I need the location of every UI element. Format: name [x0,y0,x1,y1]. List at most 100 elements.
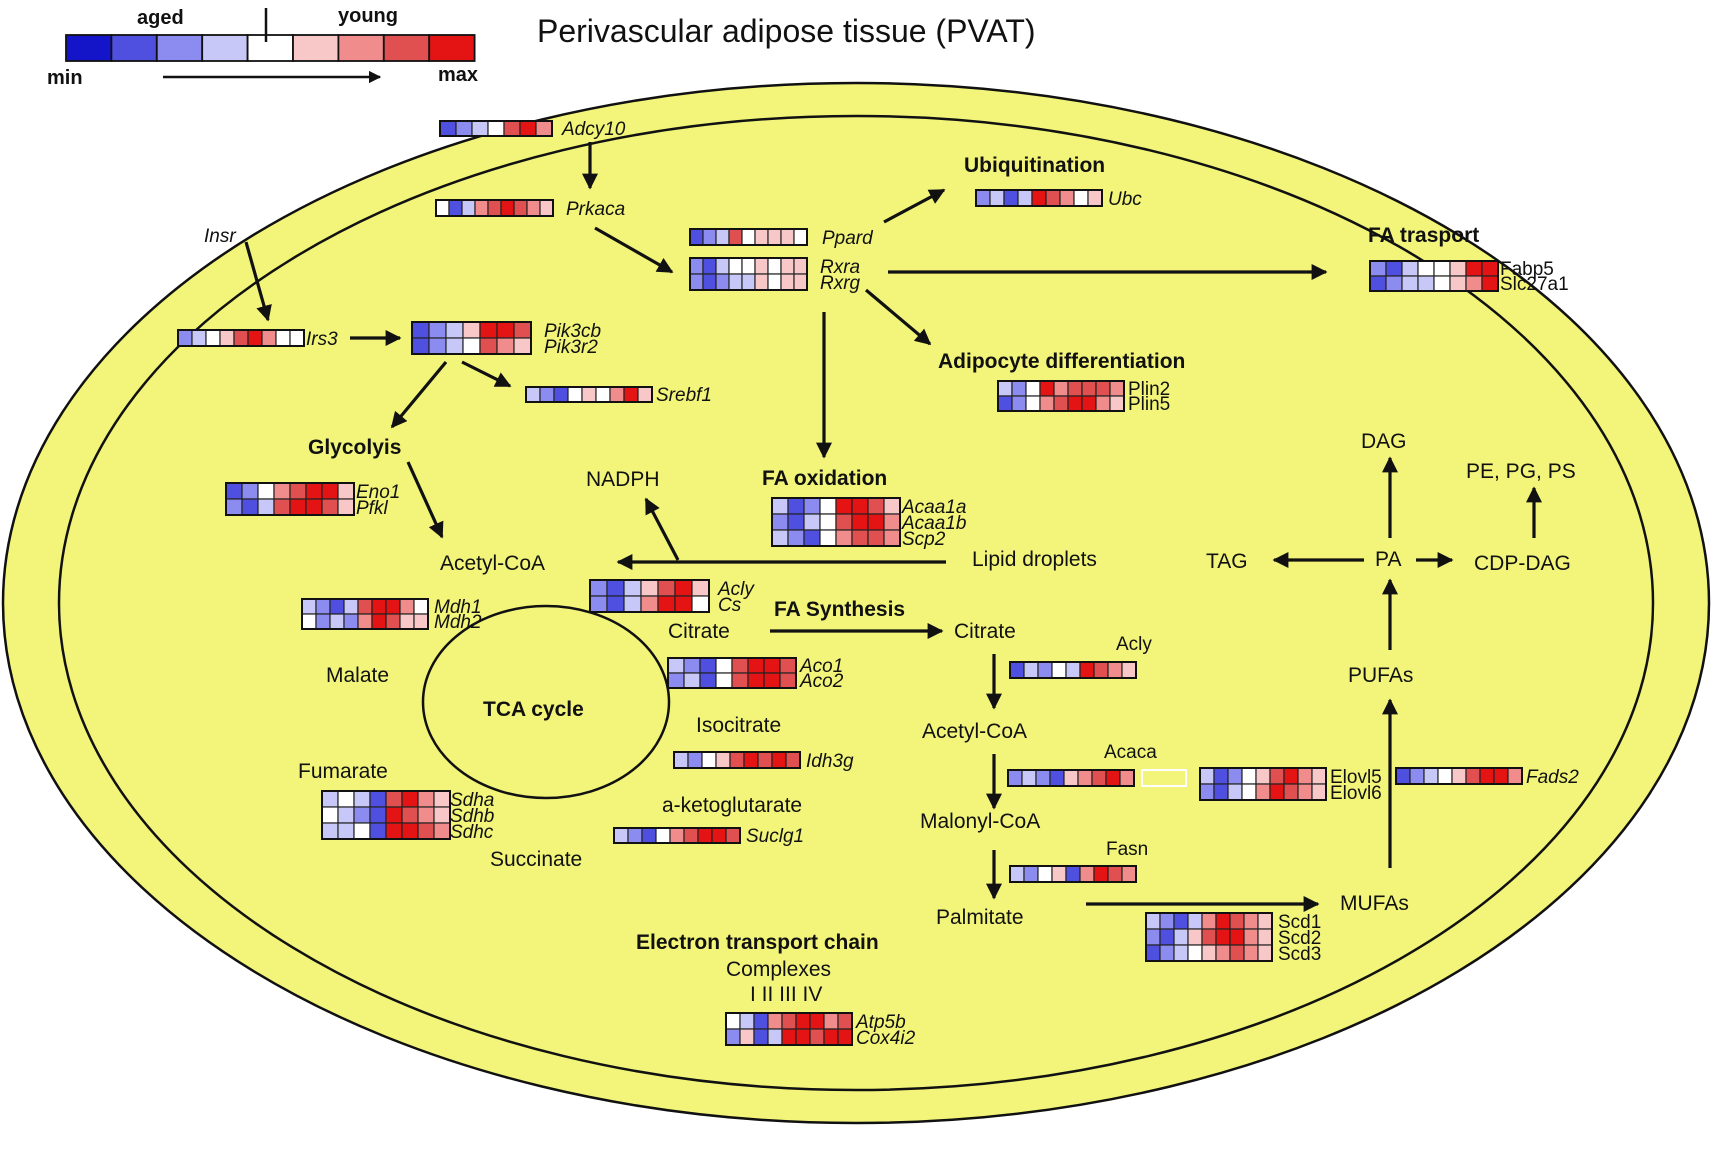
heatmap-cell [462,337,481,355]
gene-label: Prkaca [566,199,625,220]
heatmap-cell [1045,189,1061,207]
heatmap-cell [1059,189,1075,207]
heatmap-border [975,189,1103,207]
heatmap-cell [343,598,359,615]
heatmap-cell [725,1028,741,1046]
heatmap-cell [795,1012,811,1030]
heatmap-cell [474,199,489,217]
heatmap-cell [754,228,769,246]
legend-min-label: min [47,67,83,89]
heatmap-cell [1269,783,1285,801]
heatmap-border [1145,912,1273,962]
arrow-pik3-srebf1 [461,360,512,388]
gene-label: Scd1 [1278,912,1321,933]
heatmap-border [1199,767,1327,801]
heatmap-cell [835,529,853,547]
heatmap-cell [1213,783,1229,801]
heatmap-cell [525,386,541,403]
label-electron-transport-chain: Electron transport chain [636,931,879,954]
heatmap-cell [289,329,305,347]
heatmap-cell [337,498,355,516]
heatmap-cell [305,498,323,516]
arrow-to-nadph [644,497,680,561]
heatmap-cell [771,751,787,769]
heatmap-cell [1215,912,1231,930]
heatmap-cell [1369,260,1387,277]
heatmap-suclg1: Suclg1 [613,826,804,847]
heatmap-cell [1437,767,1453,785]
heatmap-cell [1215,928,1231,946]
heatmap-cell [1017,189,1033,207]
heatmap-cell [715,751,731,769]
label-fumarate: Fumarate [298,760,388,783]
gene-label: Sdhb [450,806,494,827]
heatmap-ubc: Ubc [975,189,1142,210]
heatmap-cell [835,497,853,515]
label-acetyl-coa-right: Acetyl-CoA [922,720,1027,743]
heatmap-cell [581,386,597,403]
heatmap-cell [337,482,355,500]
heatmap-cell [1037,865,1053,883]
heatmap-cell [715,657,733,674]
gene-label: Aco1 [799,656,843,677]
heatmap-cell [683,657,701,674]
legend-swatch [65,34,113,62]
heatmap-cell [1201,928,1217,946]
heatmap-cell [623,386,639,403]
heatmap-cell [623,595,642,613]
heatmap-cell [1053,395,1069,412]
heatmap-cell [305,482,323,500]
heatmap-cell [1039,395,1055,412]
heatmap-cell [1213,767,1229,785]
heatmap-cell [823,1028,839,1046]
heatmap-cell [1119,769,1135,787]
label-pa: PA [1375,548,1401,571]
heatmap-cell [1093,865,1109,883]
heatmap-cell [757,751,773,769]
heatmap-cell [428,321,447,339]
heatmap-cell [657,595,676,613]
heatmap-cell [867,513,885,531]
heatmap-cell [589,579,608,597]
heatmap-cell [851,497,869,515]
heatmap-acaca: Acaca [1007,742,1157,787]
heatmap-cell [1009,865,1025,883]
heatmap-cell [1465,275,1483,292]
heatmap-cell [779,672,797,689]
heatmap-cell [321,498,339,516]
heatmap-cell [623,579,642,597]
heatmap-border [689,228,808,246]
heatmap-cell [715,273,730,291]
gene-label: Pfkl [356,498,388,519]
heatmap-cell [1021,769,1037,787]
gene-label: Fabp5 [1500,259,1554,280]
heatmap-cell [1201,912,1217,930]
arrow-ppard-ubiquitination [883,188,946,224]
heatmap-cell [455,120,473,137]
heatmap-cell [1507,767,1523,785]
gene-label: Sdha [450,790,494,811]
heatmap-cell [1297,783,1313,801]
heatmap-cell [731,657,749,674]
heatmap-cell [1241,767,1257,785]
heatmap-cell [411,321,430,339]
heatmap-cell [1241,783,1257,801]
heatmap-cell [496,321,515,339]
heatmap-cell [785,751,801,769]
heatmap-cell [793,257,808,275]
heatmap-cell [385,822,403,840]
heatmap-cell [809,1012,825,1030]
heatmap-cell [315,598,331,615]
heatmap-border [689,257,808,291]
heatmap-cell [747,672,765,689]
gene-label: Acly [717,579,755,600]
label-complex-numerals: I II III IV [750,983,822,1006]
heatmap-cell [471,120,489,137]
heatmap-cell [1311,783,1327,801]
heatmap-cell [729,751,745,769]
heatmap-cell [803,497,821,515]
heatmap-cell [401,822,419,840]
